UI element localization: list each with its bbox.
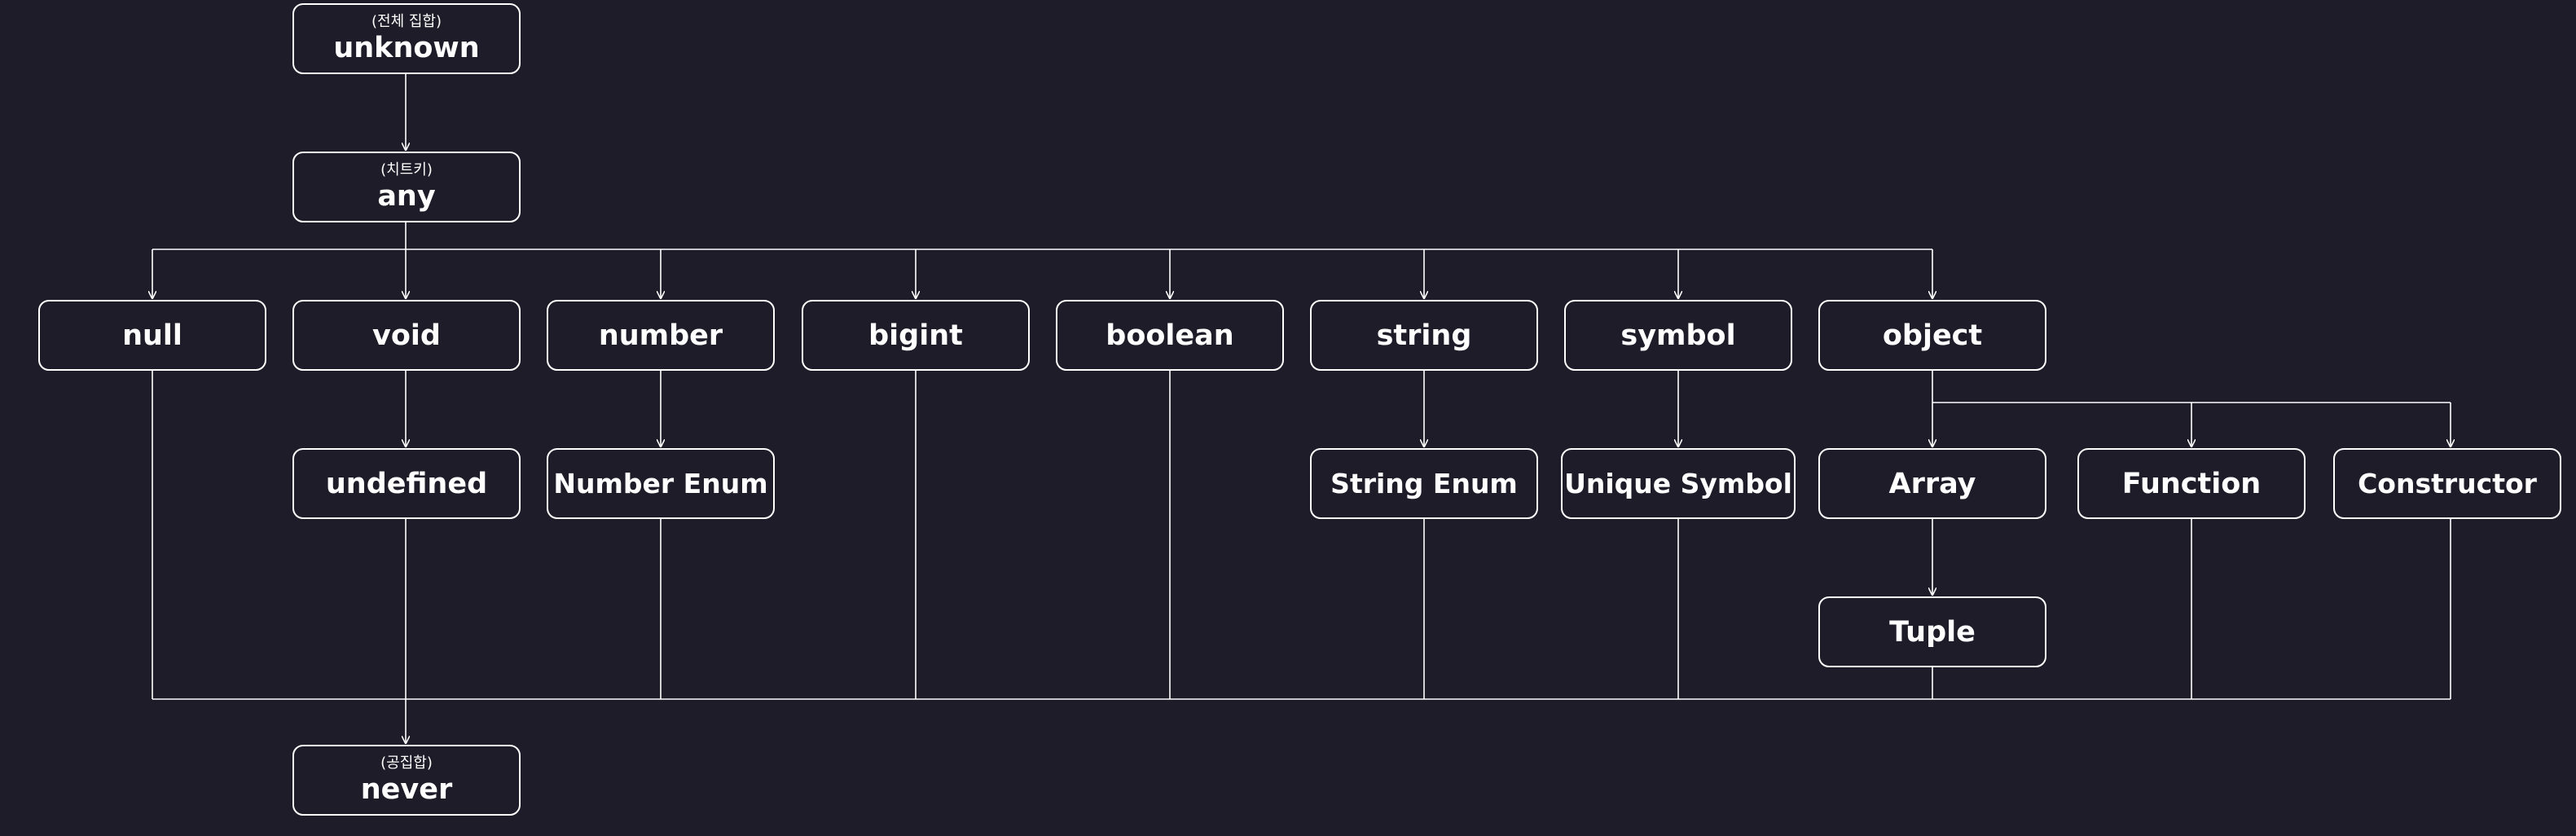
node-string-enum-label: String Enum bbox=[1330, 467, 1518, 499]
node-unique-symbol: Unique Symbol bbox=[1561, 448, 1796, 519]
node-number-enum-label: Number Enum bbox=[553, 467, 768, 499]
node-never: (공집합) never bbox=[292, 745, 521, 816]
node-string-label: string bbox=[1376, 319, 1472, 352]
node-any-caption: (치트키) bbox=[380, 161, 433, 178]
node-number-enum: Number Enum bbox=[547, 448, 775, 519]
node-void-label: void bbox=[372, 319, 441, 352]
node-never-label: never bbox=[360, 772, 453, 806]
node-array-label: Array bbox=[1888, 467, 1976, 500]
node-null: null bbox=[38, 300, 266, 371]
node-function-label: Function bbox=[2121, 467, 2262, 500]
node-constructor: Constructor bbox=[2333, 448, 2561, 519]
node-null-label: null bbox=[122, 319, 182, 352]
node-boolean: boolean bbox=[1056, 300, 1284, 371]
node-undefined: undefined bbox=[292, 448, 521, 519]
node-symbol-label: symbol bbox=[1620, 319, 1736, 352]
node-constructor-label: Constructor bbox=[2358, 467, 2537, 499]
node-number-label: number bbox=[598, 319, 723, 352]
node-unknown-caption: (전체 집합) bbox=[371, 12, 442, 30]
node-function: Function bbox=[2077, 448, 2306, 519]
node-tuple-label: Tuple bbox=[1889, 615, 1976, 649]
node-number: number bbox=[547, 300, 775, 371]
node-never-caption: (공집합) bbox=[380, 754, 433, 772]
node-void: void bbox=[292, 300, 521, 371]
node-tuple: Tuple bbox=[1818, 596, 2046, 667]
node-symbol: symbol bbox=[1564, 300, 1792, 371]
node-unknown-label: unknown bbox=[333, 31, 480, 64]
node-bigint-label: bigint bbox=[868, 319, 963, 352]
node-any-label: any bbox=[377, 179, 436, 213]
node-boolean-label: boolean bbox=[1106, 319, 1234, 352]
node-array: Array bbox=[1818, 448, 2046, 519]
node-string-enum: String Enum bbox=[1310, 448, 1538, 519]
node-unique-symbol-label: Unique Symbol bbox=[1564, 467, 1792, 499]
node-undefined-label: undefined bbox=[325, 467, 488, 500]
node-object-label: object bbox=[1882, 319, 1983, 352]
node-unknown: (전체 집합) unknown bbox=[292, 3, 521, 74]
node-object: object bbox=[1818, 300, 2046, 371]
node-bigint: bigint bbox=[802, 300, 1030, 371]
node-any: (치트키) any bbox=[292, 152, 521, 222]
node-string: string bbox=[1310, 300, 1538, 371]
